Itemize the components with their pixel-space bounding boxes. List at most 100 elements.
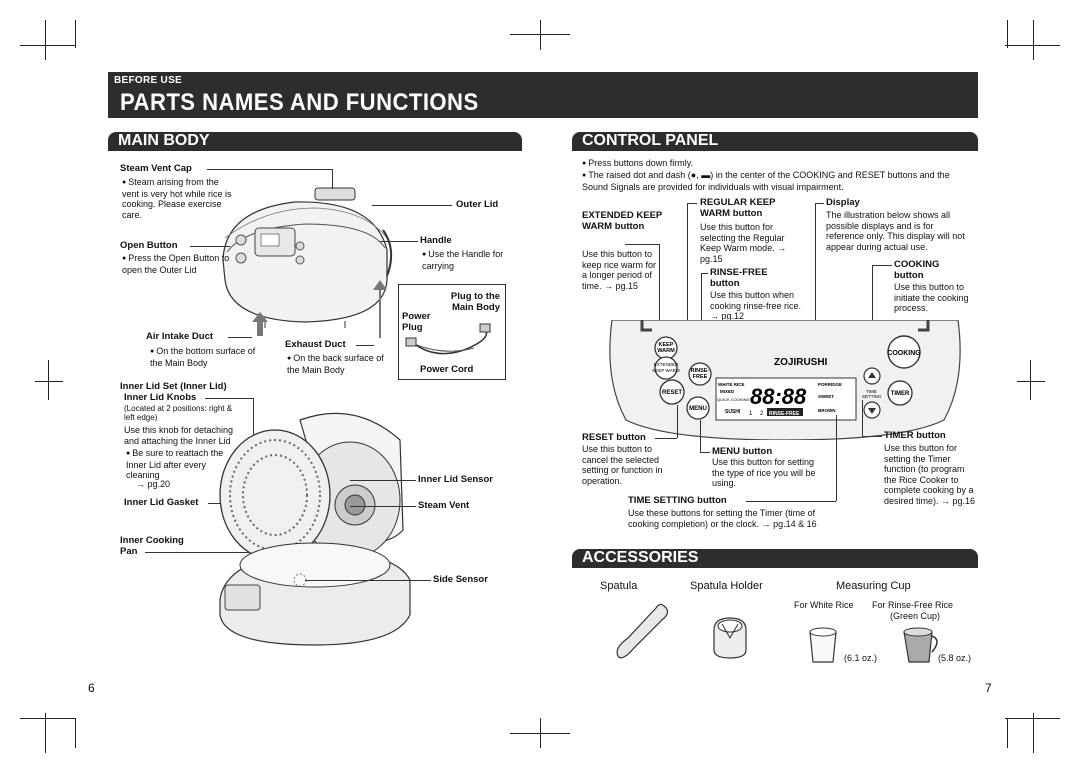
crop-mark [1005,45,1060,46]
power-plug-label: Power Plug [402,311,431,333]
warm-text: WARM [657,348,675,354]
time-setting-label: TIME SETTING button [628,495,727,506]
open-button-label: Open Button [120,240,178,251]
leader-line [701,273,708,274]
page-header: BEFORE USE PARTS NAMES AND FUNCTIONS [108,72,978,118]
section-tag: BEFORE USE [114,75,183,86]
leader-line [253,398,254,442]
timer-text: TIMER [891,391,910,397]
green-cup-label: (Green Cup) [890,611,941,621]
crop-mark [510,34,570,35]
rinse-desc: Use this button when cooking rinse-free … [710,290,802,321]
page-number-right: 7 [985,681,992,695]
crop-mark [1017,381,1045,382]
leader-line [700,452,710,453]
leader-line [815,203,824,204]
inner-lid-knobs-desc: Use this knob for detaching and attachin… [124,425,234,446]
leader-line [305,580,431,581]
leader-line [356,345,374,346]
divider [108,149,522,151]
display-label: Display [826,197,860,208]
digits-text: 88:88 [750,384,807,409]
arrow-up-icon [252,312,268,336]
regular-desc: Use this button for selecting the Regula… [700,222,787,264]
leader-line [380,241,418,242]
rinse-free-cup-label: For Rinse-Free Rice [872,600,954,610]
white-cup-size: (6.1 oz.) [844,653,878,663]
leader-line [862,436,882,437]
open-rice-cooker-illustration [219,412,411,646]
leader-line [746,501,836,502]
setting-text: SETTING [862,394,882,399]
display-desc: The illustration below shows all possibl… [826,210,965,252]
cp-bullet-1: Press buttons down firmly. [582,158,962,170]
inner-lid-sensor-label: Inner Lid Sensor [418,474,493,485]
leader-line [372,205,452,206]
leader-line [687,203,688,347]
inner-lid-knobs-bullet: Be sure to reattach the Inner Lid after … [126,448,230,481]
leader-line [625,244,659,245]
leader-line [659,244,660,348]
leader-line [205,398,253,399]
inner-lid-knobs-note: (Located at 2 positions: right & left ed… [124,404,233,422]
green-cup-size: (5.8 oz.) [938,653,972,663]
menu-text: MENU [689,406,707,412]
power-cord-label: Power Cord [420,364,474,375]
leader-line [228,337,252,338]
num2-text: 2 [760,411,764,417]
cooking-desc: Use this button to initiate the cooking … [894,282,969,313]
exhaust-desc: On the back surface of the Main Body [287,353,387,375]
sweet-text: SWEET [818,394,834,399]
outer-lid-label: Outer Lid [456,199,499,210]
rinse-free-text: RINSE-FREE [769,411,800,417]
plug-main-label: Plug to the Main Body [450,291,500,313]
keep-warm-text: KEEP WARM [652,368,680,373]
crop-mark [45,713,46,753]
inner-lid-set-label: Inner Lid Set (Inner Lid) [120,381,227,392]
leader-line [815,203,816,378]
menu-desc: Use this button for setting the type of … [712,457,816,488]
leader-line [332,169,333,189]
crop-mark [35,381,63,382]
crop-mark [1033,20,1034,60]
inner-lid-knobs-ref: → pg.20 [136,479,171,489]
free-text: FREE [693,374,708,380]
crop-mark [1007,20,1008,48]
porridge-text: PORRIDGE [818,382,842,387]
spatula-holder-icon [713,617,747,659]
handle-label: Handle [420,235,452,246]
leader-line [700,420,701,452]
crop-mark [540,20,541,50]
inner-lid-knobs-label: Inner Lid Knobs [124,392,197,403]
power-cord-box [398,284,506,380]
steam-vent-cap-label: Steam Vent Cap [120,163,192,174]
leader-line [350,480,416,481]
accessories-heading: ACCESSORIES [572,549,978,566]
extended-desc: Use this button to keep rice warm for a … [582,249,657,291]
crop-mark [1033,713,1034,753]
time-text: TIME [866,389,877,394]
crop-mark [75,718,76,748]
leader-line [655,438,677,439]
white-rice-text: WHITE RICE [718,382,745,387]
steam-vent-cap-desc: Steam arising from the vent is very hot … [122,177,238,220]
steam-vent-label: Steam Vent [418,500,470,511]
crop-mark [510,733,570,734]
leader-line [350,506,416,507]
power-cord-icon [405,323,491,355]
control-panel-illustration: KEEP WARM EXTENDED KEEP WARM RINSE- FREE… [609,320,961,440]
inner-lid-gasket-label: Inner Lid Gasket [124,497,199,508]
spatula-icon [616,603,669,659]
quick-text: QUICK COOKING [717,397,750,402]
air-intake-desc: On the bottom surface of the Main Body [150,346,260,368]
leader-line [872,265,873,335]
white-rice-cup-icon [809,627,837,663]
timer-label: TIMER button [884,430,946,441]
keep-text: KEEP [659,342,674,348]
crop-mark [1030,360,1031,400]
leader-line [862,400,863,436]
crop-mark [1005,718,1060,719]
brand-text: ZOJIRUSHI [774,357,828,368]
leader-line [872,265,892,266]
cp-bullet-2: The raised dot and dash (●, ▬) in the ce… [582,170,974,192]
